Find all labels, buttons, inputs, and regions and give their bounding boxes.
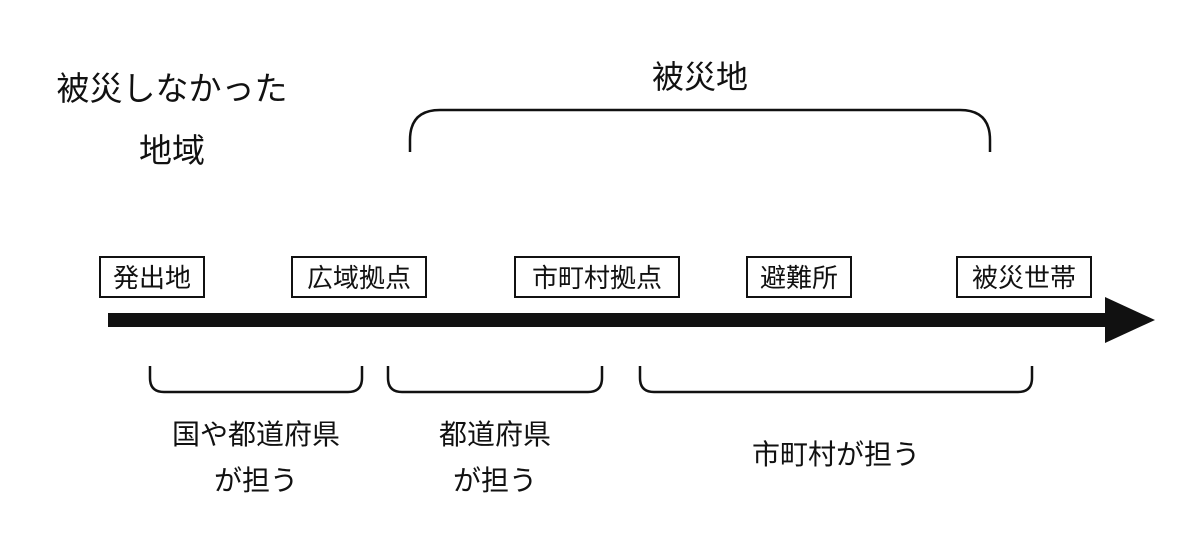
responsibility-prefecture-label: 都道府県 が担う: [395, 412, 595, 504]
node-shelter: 避難所: [746, 256, 852, 298]
node-municipal-hub: 市町村拠点: [514, 256, 680, 298]
bracket-prefecture: [386, 366, 604, 394]
node-origin: 発出地: [99, 256, 205, 298]
node-affected-household: 被災世帯: [956, 256, 1092, 298]
affected-area-bracket: [408, 108, 992, 152]
unaffected-region-label: 被災しなかった 地域: [22, 58, 322, 182]
affected-region-label: 被災地: [651, 58, 748, 96]
unaffected-region-label-line2: 地域: [139, 131, 205, 170]
responsibility-national-label: 国や都道府県 が担う: [136, 412, 376, 504]
responsibility-national-line1: 国や都道府県: [171, 418, 340, 451]
responsibility-prefecture-line1: 都道府県: [438, 418, 551, 451]
unaffected-region-label-line1: 被災しなかった: [56, 69, 288, 108]
node-regional-hub: 広域拠点: [291, 256, 427, 298]
flow-arrow-head: [1105, 297, 1155, 343]
bracket-national: [148, 366, 364, 394]
bracket-municipality: [638, 366, 1034, 394]
responsibility-prefecture-line2: が担う: [452, 464, 537, 497]
responsibility-municipality-label: 市町村が担う: [751, 438, 920, 471]
responsibility-national-line2: が担う: [213, 464, 298, 497]
